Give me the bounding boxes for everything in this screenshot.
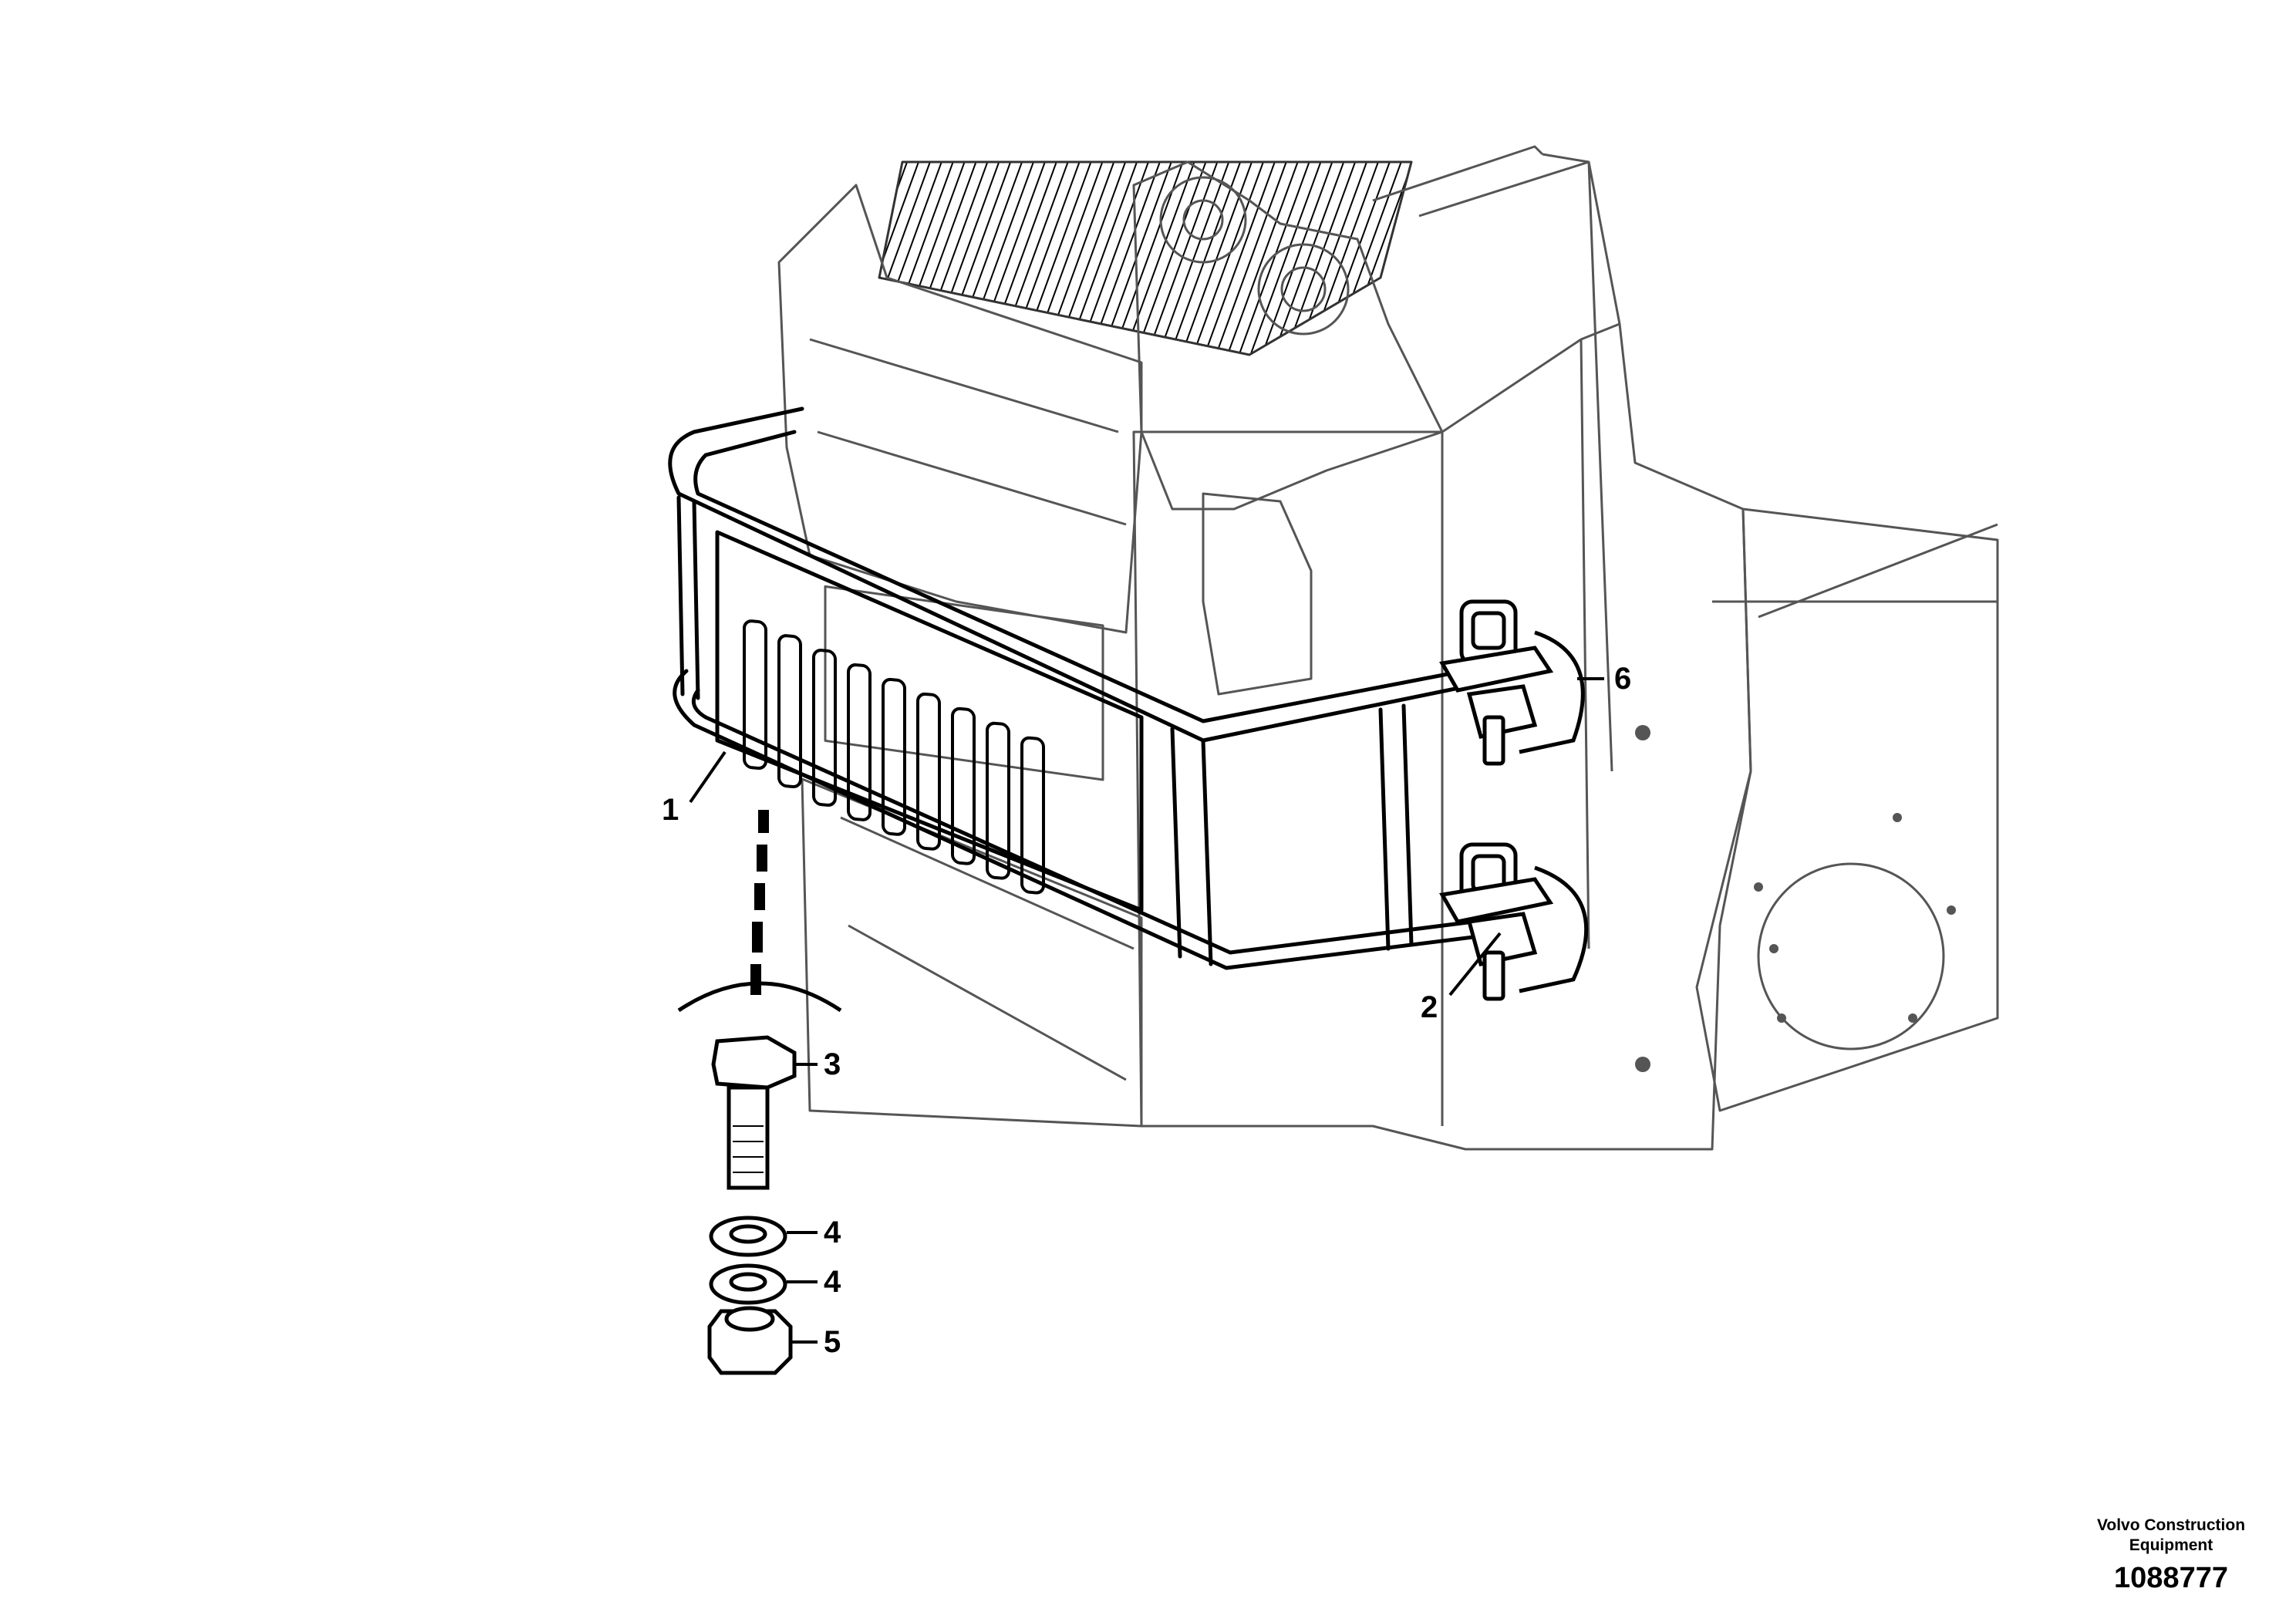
radiator-guard	[668, 406, 1506, 970]
lower-clip	[1439, 842, 1589, 1001]
callout-leaders	[689, 677, 1604, 1344]
upper-clip	[1439, 599, 1585, 766]
lifting-bracket	[1132, 160, 1444, 511]
callout-3: 3	[824, 1047, 841, 1081]
guard-top-rail	[668, 406, 1506, 743]
washer-2	[709, 1263, 787, 1305]
callout-2: 2	[1421, 990, 1438, 1024]
brand-line-1: Volvo Construction	[2096, 1516, 2246, 1534]
document-number: 1088777	[2114, 1562, 2228, 1594]
callout-6: 6	[1614, 662, 1632, 696]
radiator-fins	[878, 160, 1413, 356]
footer-block: Volvo Construction Equipment 1088777	[2082, 1516, 2260, 1596]
machine-body	[777, 145, 1999, 1151]
callout-1: 1	[662, 793, 679, 827]
bracket-hole-1	[1159, 176, 1247, 264]
washer-1	[709, 1216, 787, 1257]
side-panel	[1695, 508, 1999, 1112]
nut	[707, 1306, 793, 1375]
brand-line-2: Equipment	[2129, 1536, 2213, 1554]
detail-arc	[677, 981, 842, 1013]
callout-5: 5	[824, 1325, 841, 1359]
bolt	[711, 1035, 797, 1190]
callout-4-upper: 4	[824, 1216, 841, 1249]
bracket-hole-2	[1257, 243, 1350, 336]
access-cover	[1757, 862, 1945, 1050]
guard-slots	[743, 619, 1045, 895]
dashed-leader	[750, 810, 769, 995]
callout-4-lower: 4	[824, 1265, 841, 1299]
